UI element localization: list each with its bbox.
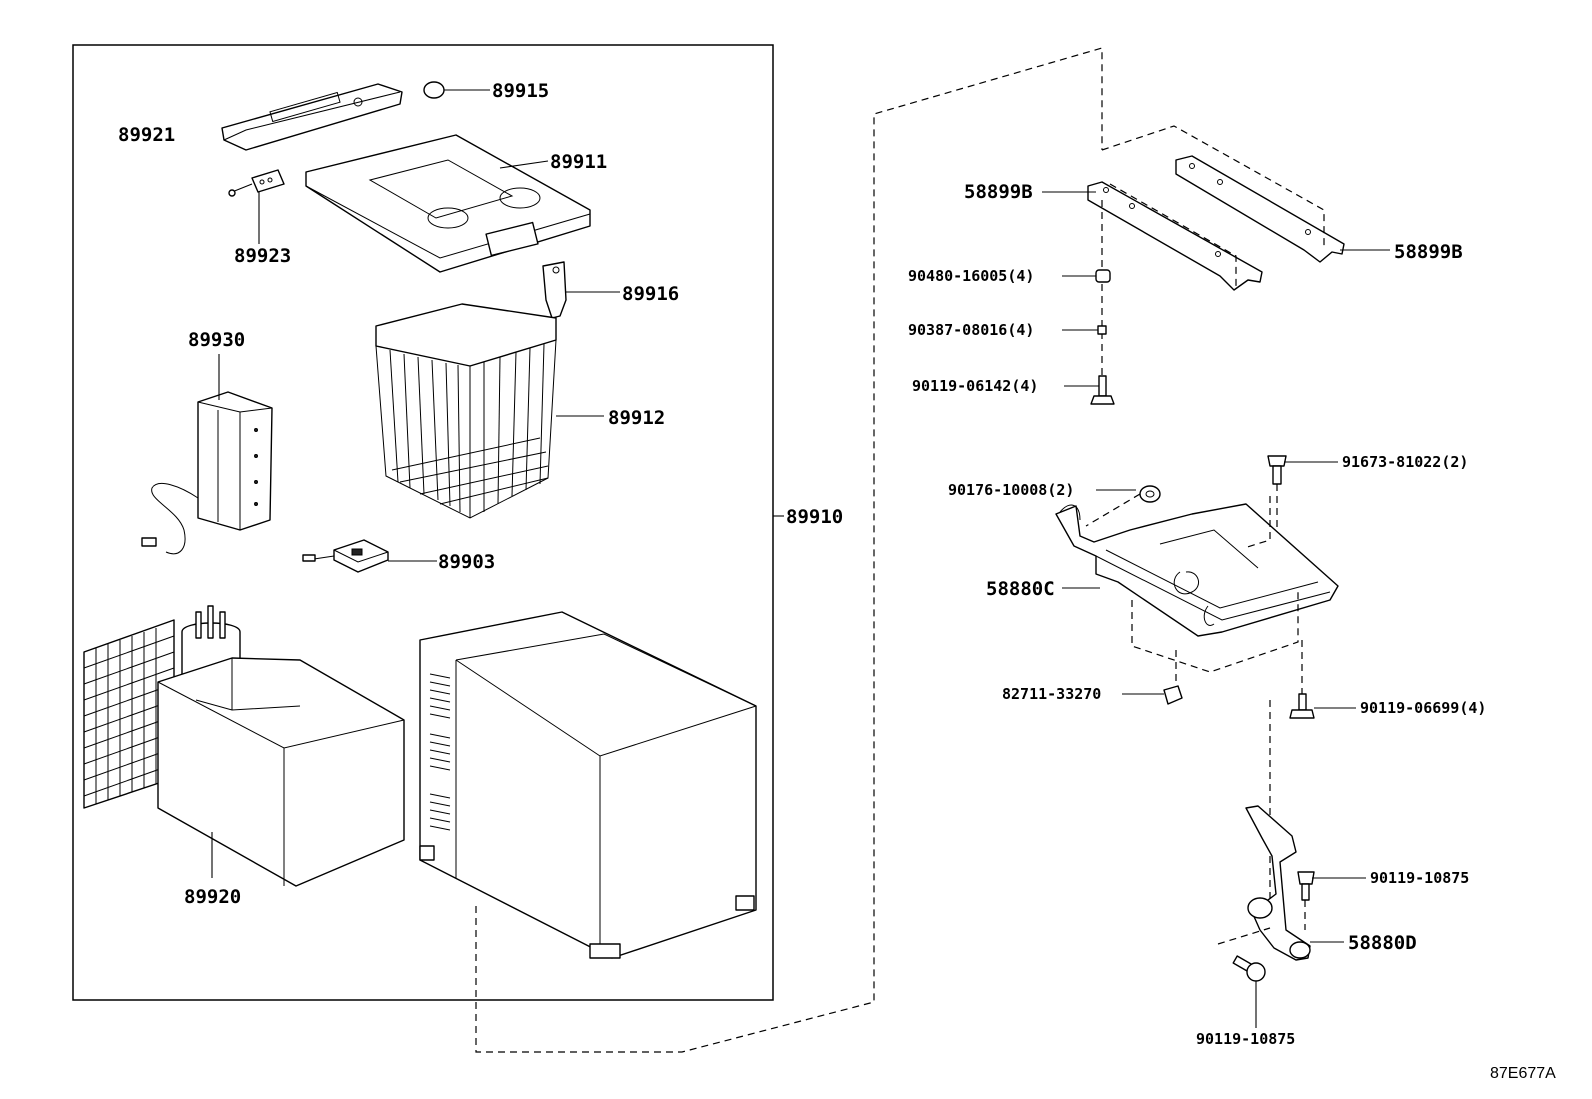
dashed-link-bottom <box>475 47 1103 1053</box>
hardware-stack <box>1062 200 1115 405</box>
switch-89923 <box>228 169 285 244</box>
label-58899B-right: 58899B <box>1394 241 1463 263</box>
label-91673-81022: 91673-81022(2) <box>1342 453 1468 471</box>
refrigerator-body <box>419 611 757 959</box>
clip-90176-10008 <box>1085 485 1161 527</box>
dashed-tray-box <box>1131 590 1299 673</box>
stay-58880D <box>1245 805 1344 961</box>
label-90387-08016: 90387-08016(4) <box>908 321 1034 339</box>
bolt-90119-06699 <box>1289 640 1356 719</box>
label-90119-06142: 90119-06142(4) <box>912 377 1038 395</box>
label-90480-16005: 90480-16005(4) <box>908 267 1034 285</box>
label-89911: 89911 <box>550 151 607 173</box>
latch-89916 <box>542 261 620 319</box>
bolt-90119-10875-upper <box>1297 871 1366 930</box>
label-82711-33270: 82711-33270 <box>1002 685 1101 703</box>
tray-58880C <box>1055 503 1339 637</box>
clip-82711-33270 <box>1122 650 1183 705</box>
bracket-58899B-right <box>1175 155 1390 263</box>
control-box-89930 <box>141 354 273 555</box>
label-89910: 89910 <box>786 506 843 528</box>
label-89921: 89921 <box>118 124 175 146</box>
lid-89911 <box>305 134 591 273</box>
label-89930: 89930 <box>188 329 245 351</box>
label-89923: 89923 <box>234 245 291 267</box>
label-89915: 89915 <box>492 80 549 102</box>
condenser-assembly <box>83 605 241 809</box>
label-58899B-left: 58899B <box>964 181 1033 203</box>
tank-89920 <box>157 657 405 887</box>
bolt-90119-10875-lower <box>1217 927 1271 1028</box>
dashed-bracket-inner <box>1109 183 1237 290</box>
label-58880D: 58880D <box>1348 932 1417 954</box>
handle-bar-89921 <box>221 83 403 151</box>
label-58880C: 58880C <box>986 578 1055 600</box>
label-90119-06699: 90119-06699(4) <box>1360 699 1486 717</box>
label-90176-10008: 90176-10008(2) <box>948 481 1074 499</box>
label-89920: 89920 <box>184 886 241 908</box>
label-90119-10875-lower: 90119-10875 <box>1196 1030 1295 1048</box>
dashed-bracket-box <box>1101 125 1325 250</box>
dashed-tray-bolt <box>1243 496 1271 549</box>
bracket-58899B-left <box>1042 181 1263 291</box>
sensor-89903 <box>302 539 437 573</box>
diagram-code: 87E677A <box>1490 1065 1556 1082</box>
wire-basket-89912 <box>375 303 604 519</box>
label-90119-10875-upper: 90119-10875 <box>1370 869 1469 887</box>
label-89903: 89903 <box>438 551 495 573</box>
kit-frame-89910 <box>72 44 774 1001</box>
label-89916: 89916 <box>622 283 679 305</box>
label-89912: 89912 <box>608 407 665 429</box>
knob-89915 <box>423 81 490 99</box>
